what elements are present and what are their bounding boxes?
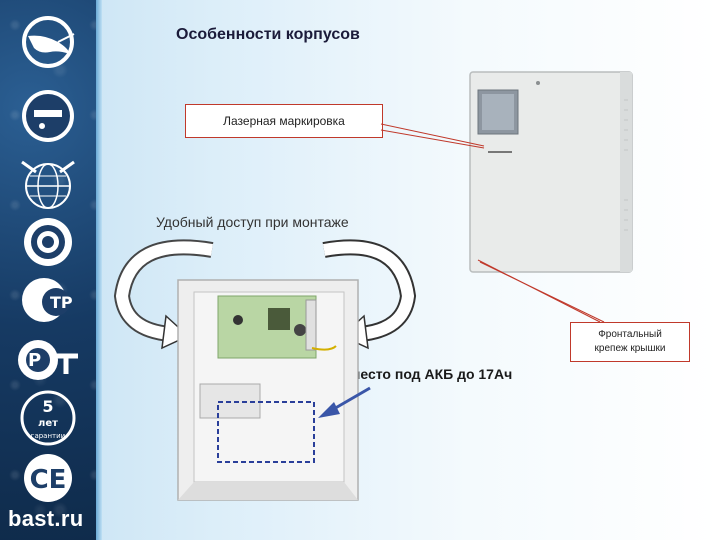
svg-text:TP: TP [50, 293, 73, 312]
stingray-logo [22, 16, 75, 68]
battery-space-outline [217, 401, 315, 463]
sidebar-divider [96, 0, 102, 540]
front-callout-line1: Фронтальный [598, 329, 662, 340]
ce-mark-logo: CE [24, 454, 72, 502]
warranty-years-text: лет [38, 418, 58, 429]
laser-marking-callout: Лазерная маркировка [185, 104, 383, 138]
front-callout-line2: крепеж крышки [594, 343, 666, 354]
closed-enclosure-image [469, 71, 633, 273]
slide-subtitle: Удобный доступ при монтаже [156, 214, 349, 230]
battery-pointer-arrow [318, 386, 371, 418]
battery-space-label: место под АКБ до 17Ач [350, 366, 513, 382]
callout-leaders [380, 123, 605, 323]
target-circle-logo [24, 218, 72, 266]
website-label[interactable]: bast.ru [8, 506, 84, 531]
sidebar: TP P 5 лет гарантии CE bast.ru [0, 0, 96, 540]
open-enclosure-image [177, 279, 359, 501]
open-lid-arrow-left [113, 239, 214, 350]
svg-text:P: P [28, 350, 41, 371]
svg-text:CE: CE [30, 465, 67, 495]
gtr-certification-logo: TP [22, 278, 73, 322]
slide-title: Особенности корпусов [176, 26, 360, 43]
five-years-warranty-logo: 5 лет гарантии [20, 390, 76, 446]
front-cover-fastening-callout: Фронтальный крепеж крышки [570, 322, 690, 362]
rst-certification-logo: P [18, 340, 78, 380]
ssi-round-seal-logo [22, 90, 74, 142]
world-globe-logo [21, 160, 75, 209]
warranty-guarantee-text: гарантии [31, 432, 65, 440]
warranty-number: 5 [42, 397, 53, 416]
